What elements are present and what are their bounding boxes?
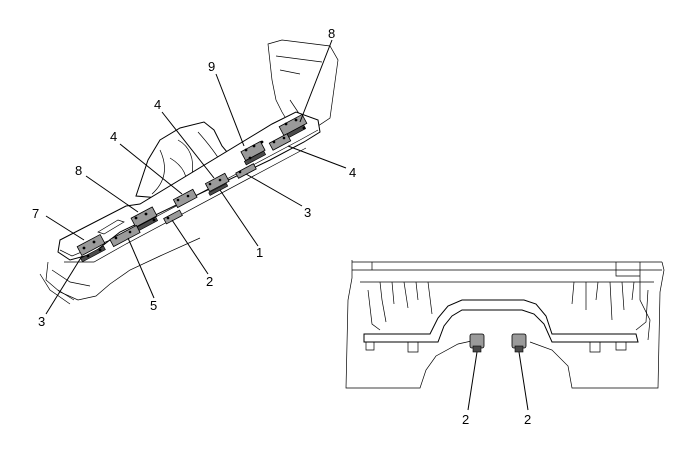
callout-1: 1 <box>256 245 263 260</box>
clip-group-7 <box>76 233 106 263</box>
clip-group-4-left <box>172 188 198 209</box>
bed-outer <box>345 260 665 389</box>
callout-9: 9 <box>208 59 215 74</box>
clip-group-2 <box>163 209 183 225</box>
leader-2-a <box>467 351 478 411</box>
callout-4-top: 4 <box>154 97 161 112</box>
callout-8-top: 8 <box>328 26 335 41</box>
leader-2-b <box>518 351 529 411</box>
callout-5: 5 <box>150 298 157 313</box>
callout-2: 2 <box>206 274 213 289</box>
callout-2-b: 2 <box>524 412 531 427</box>
leader-lines-left <box>45 39 347 315</box>
floor-ribs <box>379 281 635 323</box>
clip-group-8-left <box>130 206 159 232</box>
clip-group-5 <box>109 224 141 248</box>
cab-upright-inner <box>275 55 323 119</box>
bed-rail-line <box>360 281 654 331</box>
right-view-drawing: 2 2 <box>345 260 665 427</box>
sill-slot <box>97 219 125 235</box>
clip-group-9 <box>240 140 267 166</box>
callout-4-left: 4 <box>110 129 117 144</box>
clip-group-4-top <box>204 172 230 196</box>
callout-4-right: 4 <box>349 165 356 180</box>
callout-3-right: 3 <box>304 205 311 220</box>
callout-7: 7 <box>32 206 39 221</box>
clip-2-b <box>511 333 527 353</box>
wheel-well-hump <box>363 299 639 343</box>
clip-group-4-right <box>268 133 292 151</box>
callout-2-a: 2 <box>462 412 469 427</box>
floor-pan-lower-2 <box>39 269 91 305</box>
floor-pan-lower <box>45 237 201 301</box>
clip-2-a <box>469 333 485 353</box>
underfloor-tabs <box>365 342 627 353</box>
callout-3-left: 3 <box>38 314 45 329</box>
left-view-drawing: 8 9 4 4 4 8 7 3 1 2 5 3 <box>32 26 356 329</box>
callout-8-left: 8 <box>75 163 82 178</box>
bed-top-edge <box>352 261 662 271</box>
clip-group-8-top <box>278 113 308 140</box>
tunnel-contour <box>151 131 223 195</box>
clip-group-3-right <box>235 163 257 179</box>
bed-side-right <box>615 262 651 341</box>
sill-plate-lower-edge <box>64 147 307 263</box>
